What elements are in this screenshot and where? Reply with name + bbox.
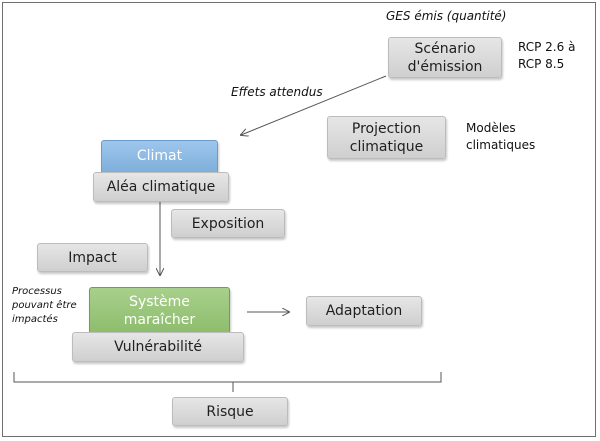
adaptation-box: Adaptation <box>306 296 422 326</box>
climat-box: Climat <box>101 140 218 174</box>
processus-label-line2: pouvant être <box>12 300 77 311</box>
scenario-emission-text: Scénario d'émission <box>407 40 483 75</box>
ges-label: GES émis (quantité) <box>386 9 507 23</box>
scenario-emission-box: Scénario d'émission <box>388 37 502 78</box>
risque-box: Risque <box>172 397 288 426</box>
exposition-box: Exposition <box>171 209 285 238</box>
alea-climatique-text: Aléa climatique <box>106 179 216 195</box>
rcp-label-line2: RCP 8.5 <box>518 57 565 71</box>
projection-climatique-text: Projection climatique <box>349 120 424 155</box>
risque-text: Risque <box>206 403 254 420</box>
alea-climatique-box: Aléa climatique <box>93 172 229 202</box>
risk-brace <box>13 372 442 392</box>
adaptation-text: Adaptation <box>325 303 403 319</box>
processus-label-line1: Processus <box>12 286 62 297</box>
processus-label-line3: impactés <box>12 314 58 325</box>
modeles-label-line1: Modèles <box>466 121 516 135</box>
arrow-scenario-to-climat <box>241 75 387 135</box>
effets-label: Effets attendus <box>231 85 323 99</box>
vulnerabilite-text: Vulnérabilité <box>114 339 202 355</box>
vulnerabilite-box: Vulnérabilité <box>72 332 244 362</box>
rcp-label-line1: RCP 2.6 à <box>518 40 576 54</box>
climat-text: Climat <box>136 148 183 164</box>
impact-box: Impact <box>37 243 148 272</box>
systeme-maraicher-text: Système maraîcher <box>123 293 196 328</box>
exposition-text: Exposition <box>191 215 265 232</box>
systeme-maraicher-box: Système maraîcher <box>89 287 230 334</box>
modeles-label-line2: climatiques <box>466 138 536 152</box>
impact-text: Impact <box>68 249 117 266</box>
projection-climatique-box: Projection climatique <box>327 116 446 159</box>
